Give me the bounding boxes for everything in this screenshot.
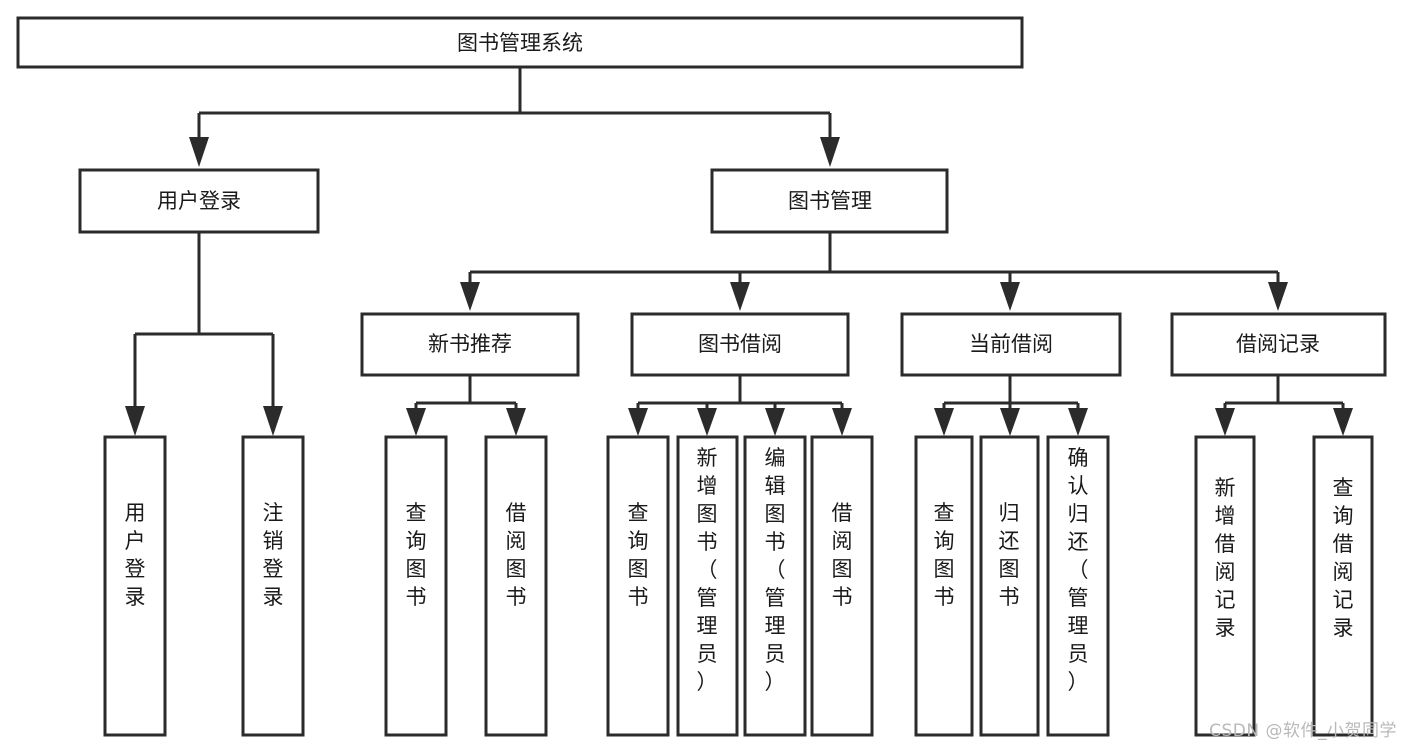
connector-group-new-book-rec-to-leaves	[406, 375, 526, 436]
node-borrow-record-box	[1170, 312, 1387, 377]
node-leaf-borrow-book-1-box	[484, 435, 548, 737]
node-leaf-query-book-1-box	[384, 435, 448, 737]
node-leaf-user-login-box	[103, 435, 167, 737]
connector-group-root-to-level2	[189, 67, 840, 167]
node-book-manage-label: 图书管理	[788, 189, 872, 213]
node-leaf-query-book-1[interactable]: 查询图书	[384, 435, 448, 737]
node-user-login-label: 用户登录	[157, 189, 241, 213]
node-leaf-edit-book[interactable]: 编辑图书（管理员）	[743, 435, 807, 737]
node-leaf-logout-label: 注销登录	[263, 501, 284, 609]
node-root-label: 图书管理系统	[457, 31, 583, 55]
connector-group-user-login-to-leaves	[125, 232, 283, 436]
node-user-login[interactable]: 用户登录	[78, 168, 320, 234]
node-leaf-query-book-2-label: 查询图书	[628, 501, 649, 609]
node-root[interactable]: 图书管理系统	[16, 16, 1024, 69]
node-book-manage[interactable]: 图书管理	[710, 168, 949, 234]
arrow-icon-to-current-borrow	[1000, 282, 1020, 311]
node-user-login-box	[78, 168, 320, 234]
node-leaf-user-login-label: 用户登录	[125, 501, 146, 609]
node-leaf-add-record-label: 新增借阅记录	[1215, 476, 1236, 640]
node-leaf-borrow-book-1[interactable]: 借阅图书	[484, 435, 548, 737]
arrow-icon-leaf-query-record	[1333, 408, 1353, 436]
node-leaf-query-book-3-label: 查询图书	[934, 501, 955, 609]
node-root-box	[16, 16, 1024, 69]
arrow-icon-root-to-book-manage	[820, 137, 840, 167]
connector-group-book-borrow-to-leaves	[628, 375, 852, 436]
node-leaf-query-record[interactable]: 查询借阅记录	[1312, 435, 1374, 737]
node-leaf-return-book-box	[979, 435, 1040, 737]
node-leaf-edit-book-box	[743, 435, 807, 737]
connector-group-borrow-record-to-leaves	[1215, 375, 1353, 436]
node-leaf-query-record-box	[1312, 435, 1374, 737]
node-leaf-borrow-book-2[interactable]: 借阅图书	[810, 435, 874, 737]
arrow-icon-leaf-query-book-3	[934, 408, 954, 436]
node-leaf-return-book-label: 归还图书	[999, 501, 1020, 609]
node-new-book-rec-box	[360, 312, 580, 377]
node-leaf-borrow-book-1-label: 借阅图书	[506, 501, 527, 609]
node-book-borrow[interactable]: 图书借阅	[630, 312, 850, 377]
node-leaf-logout[interactable]: 注销登录	[241, 435, 305, 737]
node-leaf-add-book-box	[676, 435, 739, 737]
node-leaf-borrow-book-2-label: 借阅图书	[832, 501, 853, 609]
node-leaf-query-book-2[interactable]: 查询图书	[606, 435, 670, 737]
arrow-icon-to-new-book-rec	[460, 282, 480, 311]
node-leaf-query-book-2-box	[606, 435, 670, 737]
node-new-book-rec[interactable]: 新书推荐	[360, 312, 580, 377]
node-leaf-user-login[interactable]: 用户登录	[103, 435, 167, 737]
arrow-icon-leaf-edit-book	[765, 408, 785, 436]
node-leaf-add-record[interactable]: 新增借阅记录	[1194, 435, 1256, 737]
arrow-icon-leaf-borrow-book-1	[506, 408, 526, 436]
node-leaf-confirm-return-box	[1046, 435, 1110, 737]
node-book-borrow-label: 图书借阅	[698, 332, 782, 356]
node-book-manage-box	[710, 168, 949, 234]
node-current-borrow-label: 当前借阅	[969, 332, 1053, 356]
node-leaf-add-book[interactable]: 新增图书（管理员）	[676, 435, 739, 737]
arrow-icon-leaf-query-book-1	[406, 408, 426, 436]
node-leaf-add-record-box	[1194, 435, 1256, 737]
node-borrow-record-label: 借阅记录	[1236, 332, 1320, 356]
arrow-icon-leaf-borrow-book-2	[832, 408, 852, 436]
node-leaf-logout-box	[241, 435, 305, 737]
node-leaf-query-book-3-box	[914, 435, 974, 737]
connector-group-current-borrow-to-leaves	[934, 375, 1088, 436]
node-book-borrow-box	[630, 312, 850, 377]
node-leaf-query-record-label: 查询借阅记录	[1333, 476, 1354, 640]
arrow-icon-leaf-return-book	[1000, 408, 1020, 436]
arrow-icon-leaf-confirm-return	[1068, 408, 1088, 436]
node-new-book-rec-label: 新书推荐	[428, 332, 512, 356]
connector-group-book-manage-to-level3	[460, 232, 1288, 311]
arrow-icon-leaf-logout	[263, 406, 283, 436]
arrow-icon-leaf-add-record	[1215, 408, 1235, 436]
arrow-icon-to-book-borrow	[730, 282, 750, 311]
node-leaf-return-book[interactable]: 归还图书	[979, 435, 1040, 737]
arrow-icon-leaf-user-login	[125, 406, 145, 436]
node-borrow-record[interactable]: 借阅记录	[1170, 312, 1387, 377]
node-leaf-confirm-return[interactable]: 确认归还（管理员）	[1046, 435, 1110, 737]
arrow-icon-to-borrow-record	[1268, 282, 1288, 311]
node-leaf-borrow-book-2-box	[810, 435, 874, 737]
arrow-icon-leaf-query-book-2	[628, 408, 648, 436]
watermark-label: CSDN @软件_小贺同学	[1209, 721, 1397, 741]
node-leaf-add-book-label: 新增图书（管理员）	[697, 446, 718, 694]
node-leaf-query-book-1-label: 查询图书	[406, 501, 427, 609]
node-current-borrow[interactable]: 当前借阅	[900, 312, 1122, 377]
node-leaf-edit-book-label: 编辑图书（管理员）	[765, 446, 786, 694]
node-leaf-confirm-return-label: 确认归还（管理员）	[1068, 446, 1089, 694]
node-leaf-query-book-3[interactable]: 查询图书	[914, 435, 974, 737]
node-current-borrow-box	[900, 312, 1122, 377]
arrow-icon-leaf-add-book	[697, 408, 717, 436]
arrow-icon-root-to-user-login	[189, 137, 209, 167]
